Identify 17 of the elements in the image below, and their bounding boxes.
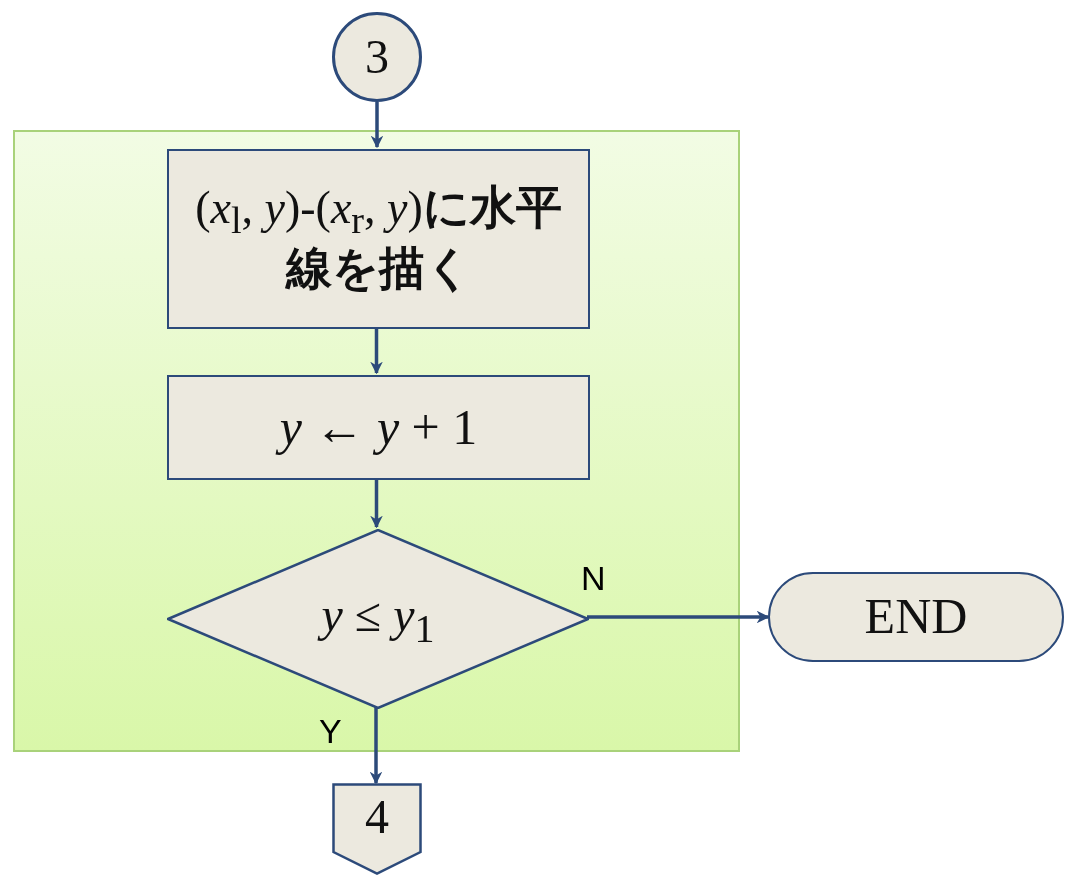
node-text: END	[863, 588, 969, 646]
node-text: 4	[364, 789, 390, 845]
arrow	[587, 610, 770, 624]
node-text: y ← y + 1	[271, 398, 486, 457]
node-text: y ≤ y$_{1}$	[313, 586, 443, 652]
process-box	[167, 375, 590, 480]
loop-panel	[13, 130, 740, 752]
arrow	[370, 327, 383, 375]
arrow	[369, 707, 383, 785]
edge-label: Y	[318, 713, 343, 749]
arrow	[370, 478, 383, 529]
edge-label: N	[580, 560, 607, 596]
node-text: (x$_{l}$, y)-(x$_{r}$, y)に水平線を描く	[194, 182, 563, 296]
arrow	[370, 102, 384, 149]
node-text: 3	[364, 29, 390, 85]
process-box	[167, 149, 590, 329]
offpage-connector	[332, 783, 422, 875]
